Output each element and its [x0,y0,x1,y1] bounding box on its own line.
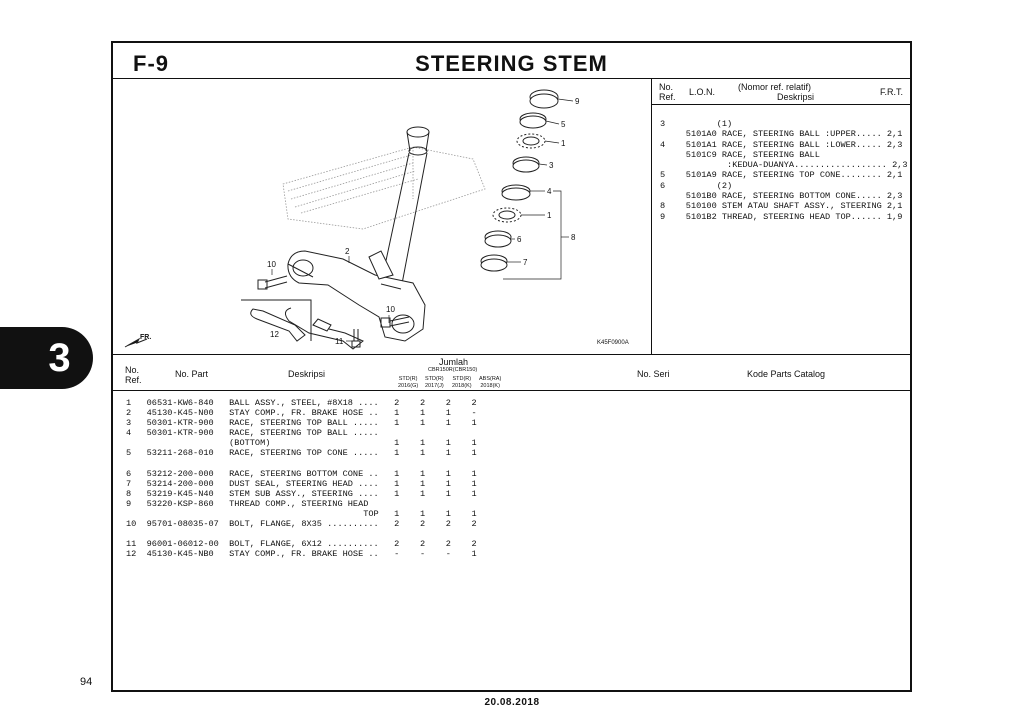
table-row: 12 45130-K45-NB0 STAY COMP., FR. BRAKE H… [126,549,477,560]
callout-2: 2 [345,247,350,256]
ref-col-desc-top: (Nomor ref. relatif) [738,82,812,92]
callout-11: 11 [335,337,344,346]
page-number: 94 [80,676,93,688]
frame-outline [282,146,486,230]
table-row [126,529,477,539]
parts-table-rows: 1 06531-KW6-840 BALL ASSY., STEEL, #8X18… [126,398,477,560]
callout-12: 12 [270,330,279,339]
table-row: 10 95701-08035-07 BOLT, FLANGE, 8X35 ...… [126,519,477,530]
bearing-stack [480,89,559,272]
reference-header: No. Ref. L.O.N. (Nomor ref. relatif) Des… [652,79,910,105]
print-date: 20.08.2018 [484,697,540,708]
section-title: STEERING STEM [415,51,608,76]
callout-4: 4 [547,187,552,196]
ref-col-lon: L.O.N. [689,87,716,97]
bolt-11 [351,329,361,348]
reference-row: :KEDUA-DUANYA.................. 2,3 [660,160,908,171]
col-serial: No. Seri [637,369,670,379]
table-row: 7 53214-200-000 DUST SEAL, STEERING HEAD… [126,478,477,489]
callout-9: 9 [575,97,580,106]
inset-part-12 [241,299,312,342]
callout-10-left: 10 [267,260,276,269]
reference-panel: No. Ref. L.O.N. (Nomor ref. relatif) Des… [652,79,910,355]
title-row: F-9 STEERING STEM [113,43,910,79]
reference-row: 3 (1) [660,119,733,129]
section-code: F-9 [133,51,169,76]
qty-col-4: ABS(RA) 2018(K) [479,376,502,389]
reference-row: 4 5101A1 RACE, STEERING BALL :LOWER.....… [660,139,903,150]
qty-col-2: STD(R) 2017(J) [425,376,444,389]
reference-row: 5101A0 RACE, STEERING BALL :UPPER..... 2… [660,129,903,140]
callout-10-right: 10 [386,305,395,314]
brake-hose-stay [285,307,364,350]
reference-row: 5101B0 RACE, STEERING BOTTOM CONE..... 2… [660,191,903,202]
leader-lines [271,98,574,342]
reference-row: 5 5101A9 RACE, STEERING TOP CONE........… [660,170,903,181]
table-row: 3 50301-KTR-900 RACE, STEERING TOP BALL … [126,418,477,429]
qty-col-3: STD(R) 2018(K) [452,376,472,389]
table-row: 6 53212-200-000 RACE, STEERING BOTTOM CO… [126,468,477,479]
table-row: 11 96001-06012-00 BOLT, FLANGE, 6X12 ...… [126,539,477,550]
reference-lines: 3 (1) 5101A0 RACE, STEERING BALL :UPPER.… [660,119,908,222]
upper-section: 9 5 1 3 4 1 6 8 7 10 2 12 10 11 FR. K4 [113,79,910,355]
quantity-group: CBR150R(CBR150) [428,367,478,373]
bolt-10-right [380,316,410,328]
callout-1-lower: 1 [547,211,552,220]
table-row: 1 06531-KW6-840 BALL ASSY., STEEL, #8X18… [126,398,477,408]
bolt-10-left [257,275,288,290]
callout-1: 1 [561,139,566,148]
ref-col-no: No. Ref. [659,82,676,102]
parts-table: No. Ref. No. Part Deskripsi Jumlah CBR15… [113,355,910,690]
front-arrow [124,337,148,348]
reference-row: 6 (2) [660,180,733,191]
table-row: (BOTTOM) 1 1 1 1 [126,438,477,449]
reference-row: 8 510100 STEM ATAU SHAFT ASSY., STEERING… [660,201,903,212]
callout-7: 7 [523,258,528,267]
lower-triple-clamp [287,250,426,342]
col-catalog-code: Kode Parts Catalog [747,369,826,379]
col-quantity: Jumlah [439,357,469,367]
ref-col-desc: Deskripsi [777,92,815,102]
callout-8: 8 [571,233,576,242]
image-code: K45F0900A [597,340,629,346]
col-description: Deskripsi [288,369,326,379]
table-row [126,459,477,469]
table-row: 8 53219-K45-N40 STEM SUB ASSY., STEERING… [126,488,477,499]
table-row: TOP 1 1 1 1 [126,509,477,520]
reference-row: 9 5101B2 THREAD, STEERING HEAD TOP......… [660,211,903,222]
page-frame: F-9 STEERING STEM [111,41,912,692]
callout-3: 3 [549,161,554,170]
col-part-number: No. Part [175,369,209,379]
callout-6: 6 [517,235,522,244]
callout-5: 5 [561,120,566,129]
reference-row: 5101C9 RACE, STEERING BALL [660,149,820,160]
steering-stem-illustration: 9 5 1 3 4 1 6 8 7 10 2 12 10 11 FR. [124,89,580,350]
front-label: FR. [140,334,151,341]
chapter-tab: 3 [0,327,93,389]
ref-col-frt: F.R.T. [880,87,904,97]
table-row: 5 53211-268-010 RACE, STEERING TOP CONE … [126,448,477,459]
qty-col-1: STD(R) 2016(G) [398,376,419,389]
col-no-ref: No. Ref. [125,365,142,385]
table-row: 2 45130-K45-N00 STAY COMP., FR. BRAKE HO… [126,408,477,419]
table-row: 4 50301-KTR-900 RACE, STEERING TOP BALL … [126,428,379,439]
exploded-diagram: 9 5 1 3 4 1 6 8 7 10 2 12 10 11 FR. K4 [113,79,652,355]
table-row: 9 53220-KSP-860 THREAD COMP., STEERING H… [126,498,369,509]
parts-table-header: No. Ref. No. Part Deskripsi Jumlah CBR15… [113,355,910,391]
